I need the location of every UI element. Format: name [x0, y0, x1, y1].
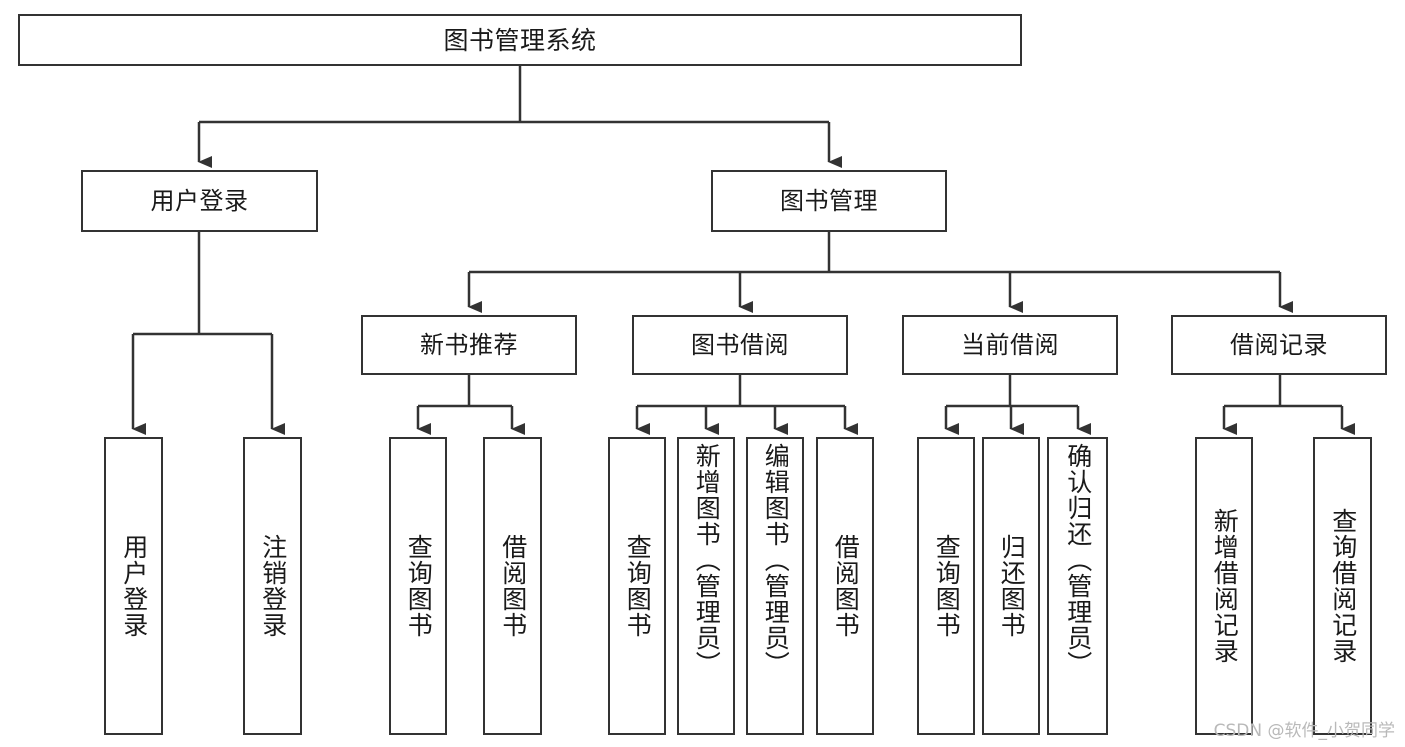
node-leaf-return-book[interactable]: 归还图书	[982, 437, 1040, 735]
node-borrow-record[interactable]: 借阅记录	[1171, 315, 1387, 375]
node-leaf-query-book-2[interactable]: 查询图书	[608, 437, 666, 735]
node-leaf-confirm-return-label: 确认归还（管理员）	[1063, 443, 1093, 677]
node-leaf-edit-book-admin-label: 编辑图书（管理员）	[761, 443, 791, 677]
node-leaf-borrow-book-1[interactable]: 借阅图书	[483, 437, 542, 735]
node-book-management-label: 图书管理	[780, 187, 878, 215]
node-leaf-borrow-book-1-label: 借阅图书	[498, 534, 528, 638]
node-leaf-confirm-return[interactable]: 确认归还（管理员）	[1047, 437, 1108, 735]
node-leaf-query-book-2-label: 查询图书	[623, 534, 653, 638]
node-root-label: 图书管理系统	[443, 25, 597, 55]
node-leaf-borrow-book-2-label: 借阅图书	[831, 534, 861, 638]
node-leaf-query-book-3-label: 查询图书	[932, 534, 962, 638]
node-user-login[interactable]: 用户登录	[81, 170, 318, 232]
node-leaf-add-book-admin-label: 新增图书（管理员）	[692, 443, 722, 677]
node-leaf-logout-label: 注销登录	[258, 534, 288, 638]
node-leaf-query-record-label: 查询借阅记录	[1328, 508, 1358, 664]
node-leaf-add-record-label: 新增借阅记录	[1210, 508, 1240, 664]
node-leaf-user-login[interactable]: 用户登录	[104, 437, 163, 735]
node-book-borrow[interactable]: 图书借阅	[632, 315, 848, 375]
node-root[interactable]: 图书管理系统	[18, 14, 1022, 66]
node-leaf-borrow-book-2[interactable]: 借阅图书	[816, 437, 874, 735]
node-user-login-label: 用户登录	[150, 187, 249, 215]
node-leaf-logout[interactable]: 注销登录	[243, 437, 302, 735]
node-leaf-query-book-1[interactable]: 查询图书	[389, 437, 447, 735]
node-new-book-recommend[interactable]: 新书推荐	[361, 315, 577, 375]
node-leaf-query-book-3[interactable]: 查询图书	[917, 437, 975, 735]
node-borrow-record-label: 借阅记录	[1230, 331, 1328, 359]
node-book-borrow-label: 图书借阅	[691, 331, 789, 359]
node-leaf-user-login-label: 用户登录	[119, 534, 149, 638]
node-current-borrow-label: 当前借阅	[961, 331, 1059, 359]
node-leaf-add-record[interactable]: 新增借阅记录	[1195, 437, 1253, 735]
node-current-borrow[interactable]: 当前借阅	[902, 315, 1118, 375]
node-leaf-edit-book-admin[interactable]: 编辑图书（管理员）	[746, 437, 804, 735]
node-leaf-query-record[interactable]: 查询借阅记录	[1313, 437, 1372, 735]
node-leaf-add-book-admin[interactable]: 新增图书（管理员）	[677, 437, 735, 735]
node-book-management[interactable]: 图书管理	[711, 170, 947, 232]
watermark: CSDN @软件_小贺同学	[1213, 721, 1395, 741]
node-new-book-recommend-label: 新书推荐	[420, 331, 518, 359]
node-leaf-query-book-1-label: 查询图书	[404, 534, 434, 638]
node-leaf-return-book-label: 归还图书	[997, 534, 1027, 638]
